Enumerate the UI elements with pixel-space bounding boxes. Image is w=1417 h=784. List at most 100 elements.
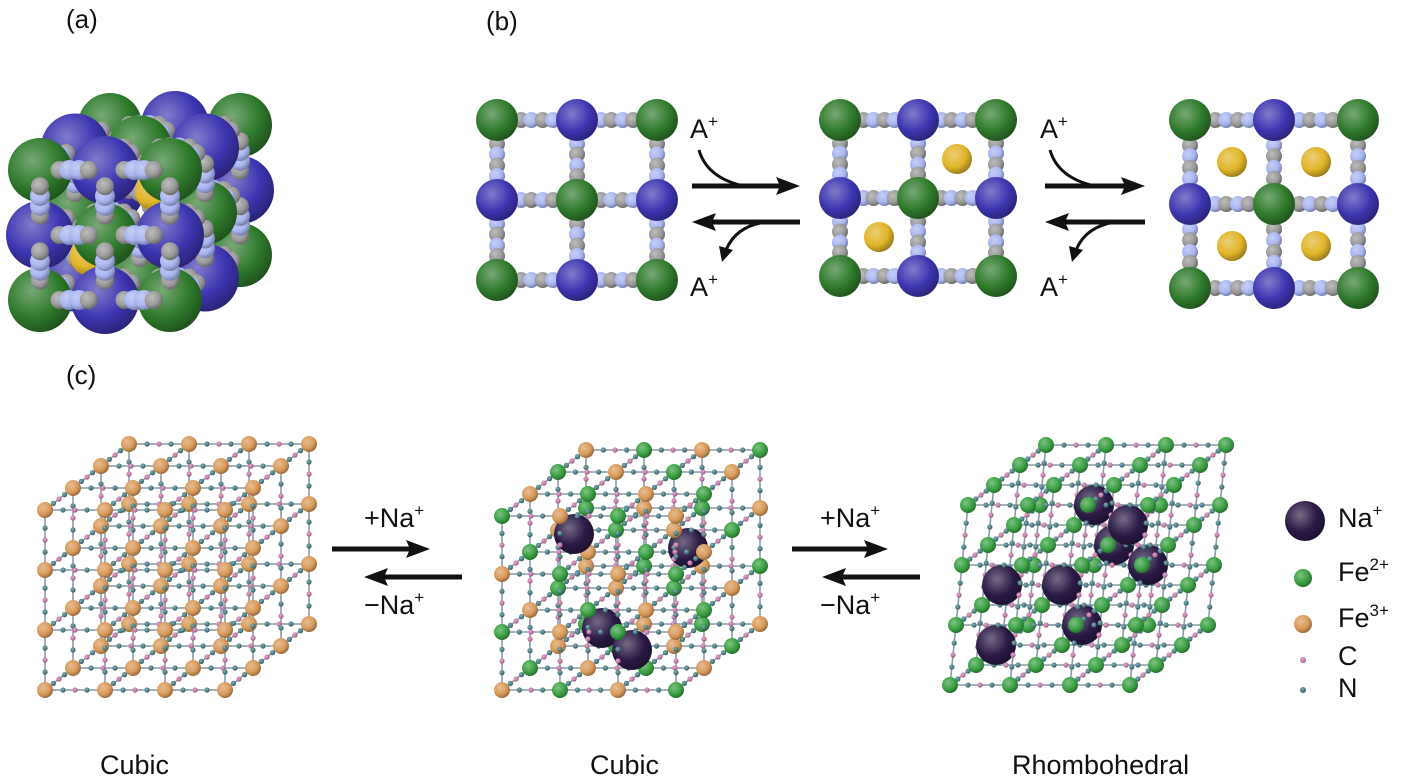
- nitrogen-atom: [1019, 516, 1025, 522]
- nitrogen-atom: [180, 627, 186, 633]
- nitrogen-atom: [1149, 522, 1155, 528]
- fe2-atom: [1100, 537, 1116, 553]
- carbon-atom: [1175, 622, 1181, 628]
- carbon-atom: [276, 501, 282, 507]
- carbon-atom: [172, 512, 178, 518]
- nitrogen-atom: [232, 665, 238, 671]
- iron-atom: [636, 99, 678, 141]
- nitrogen-atom: [654, 585, 660, 591]
- carbon-atom: [276, 561, 282, 567]
- iron-atom: [1253, 183, 1295, 225]
- nitrogen-atom: [138, 538, 144, 545]
- carbon-atom: [128, 463, 134, 469]
- nitrogen-atom: [306, 459, 312, 465]
- nitrogen-atom: [232, 545, 238, 551]
- carbon-atom: [128, 583, 134, 589]
- fe3-atom: [125, 660, 141, 676]
- nitrogen-atom: [633, 454, 639, 460]
- carbon-atom: [1038, 492, 1044, 498]
- carbon-atom: [1009, 602, 1015, 608]
- carbon-atom: [1046, 652, 1052, 658]
- insert-text: +Na: [820, 503, 871, 533]
- legend-c-icon: [1300, 657, 1306, 663]
- carbon-atom: [176, 676, 182, 682]
- nitrogen-atom: [1009, 664, 1015, 670]
- nitrogen-atom: [1117, 588, 1123, 594]
- nitrogen-atom: [270, 650, 276, 656]
- nitrogen-atom: [1049, 682, 1055, 688]
- carbon-atom: [528, 513, 534, 519]
- nitrogen-atom: [222, 549, 228, 555]
- nitrogen-atom: [1063, 542, 1069, 548]
- nitrogen-atom: [572, 469, 579, 475]
- carbon-atom: [1122, 612, 1128, 618]
- nitrogen-atom: [222, 669, 228, 675]
- panel-label-c: (c): [66, 360, 97, 390]
- nitrogen-atom: [585, 648, 591, 654]
- nitrogen-atom: [516, 513, 523, 519]
- nitrogen-atom: [660, 491, 667, 497]
- nitrogen-atom: [1085, 442, 1091, 448]
- nitrogen-atom: [729, 509, 735, 516]
- fe2-atom: [1034, 597, 1050, 613]
- nitrogen-atom: [701, 624, 707, 631]
- nitrogen-atom: [977, 620, 983, 626]
- nitrogen-atom: [210, 530, 216, 536]
- fe2-atom: [1122, 677, 1138, 693]
- nitrogen-atom: [1155, 520, 1161, 526]
- iron-atom: [819, 99, 861, 141]
- carbon-atom: [499, 600, 505, 606]
- nitrogen-atom: [499, 554, 505, 560]
- panel-label-a: (a): [66, 4, 98, 34]
- carbon-atom: [657, 596, 663, 602]
- carbon-atom: [204, 474, 210, 480]
- nitrogen-atom: [170, 500, 176, 506]
- nitrogen-atom: [499, 530, 505, 537]
- carbon-atom: [672, 491, 678, 497]
- carbon-atom: [218, 553, 224, 559]
- guest-ion: [1217, 231, 1247, 261]
- nitrogen-atom: [204, 507, 210, 513]
- linker-atom: [96, 242, 114, 261]
- carbon-atom: [222, 597, 228, 603]
- fe2-atom: [668, 682, 684, 698]
- nitrogen-atom: [656, 513, 662, 519]
- nitrogen-atom: [651, 542, 658, 549]
- nitrogen-atom: [540, 629, 546, 635]
- nitrogen-atom: [1221, 460, 1227, 466]
- carbon-atom: [571, 618, 577, 624]
- carbon-atom: [1136, 592, 1142, 598]
- nitrogen-atom: [1145, 668, 1151, 674]
- nitrogen-atom: [712, 585, 718, 591]
- nitrogen-atom: [577, 556, 583, 562]
- nitrogen-atom: [166, 456, 172, 462]
- nitrogen-atom: [499, 588, 505, 595]
- nitrogen-atom: [190, 587, 196, 593]
- fe3-atom: [724, 464, 740, 480]
- fe3-atom: [301, 556, 317, 572]
- nitrogen-atom: [757, 546, 763, 552]
- nitrogen-atom: [118, 448, 124, 454]
- carbon-atom: [1182, 612, 1188, 618]
- carbon-atom: [1040, 472, 1046, 478]
- nitrogen-atom: [306, 603, 312, 609]
- nitrogen-atom: [144, 687, 150, 693]
- carbon-atom: [1123, 662, 1129, 668]
- fe3-atom: [608, 464, 624, 480]
- nitrogen-atom: [1141, 544, 1147, 550]
- carbon-atom: [657, 480, 663, 486]
- carbon-atom: [499, 658, 505, 664]
- sodium-ion: [1108, 505, 1148, 545]
- linker-atom: [569, 226, 585, 243]
- carbon-atom: [190, 575, 196, 581]
- nitrogen-atom: [598, 513, 604, 519]
- nitrogen-atom: [180, 507, 186, 513]
- fe3-atom: [638, 486, 654, 502]
- fe3-atom: [65, 600, 81, 616]
- linker-atom: [1350, 254, 1366, 271]
- nitrogen-atom: [965, 682, 971, 688]
- nitrogen-atom: [1171, 648, 1177, 654]
- carbon-atom: [1073, 442, 1079, 448]
- nitrogen-atom: [583, 464, 589, 470]
